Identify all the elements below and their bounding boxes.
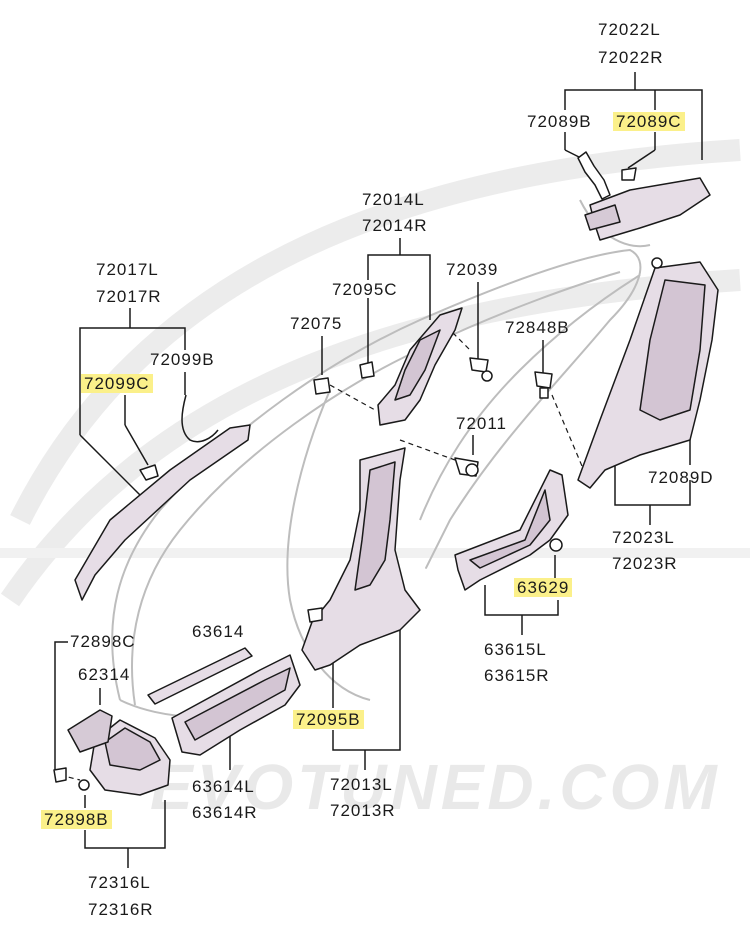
part-label-63615R: 63615R [484, 666, 550, 685]
part-label-72011: 72011 [456, 414, 508, 433]
part-label-72095C: 72095C [332, 280, 398, 299]
part-label-72089C: 72089C [613, 112, 685, 132]
part-label-72316R: 72316R [88, 900, 154, 919]
part-label-72022L: 72022L [598, 20, 661, 39]
part-72017 [74, 424, 251, 601]
part-label-72848B: 72848B [505, 318, 570, 337]
part-label-72075: 72075 [290, 314, 343, 333]
part-label-63615L: 63615L [484, 640, 547, 659]
part-label-72017L: 72017L [96, 260, 159, 279]
part-label-72089B: 72089B [527, 112, 592, 131]
part-label-72089D: 72089D [648, 468, 714, 487]
leader-lines [54, 72, 703, 868]
watermark-swoosh [0, 139, 741, 607]
part-label-63629: 63629 [514, 578, 573, 598]
part-label-72023R: 72023R [612, 554, 678, 573]
watermark-text: EVOTUNED.COM [150, 751, 721, 823]
part-label-72039: 72039 [446, 260, 499, 279]
part-62314 [67, 709, 113, 753]
part-label-72316L: 72316L [88, 873, 151, 892]
part-label-72013R: 72013R [330, 801, 396, 820]
part-label-72898C: 72898C [70, 632, 136, 651]
part-label-72099B: 72099B [150, 350, 215, 369]
part-label-72898B: 72898B [41, 810, 112, 830]
parts [53, 151, 719, 796]
part-label-72099C: 72099C [81, 374, 153, 394]
part-label-72023L: 72023L [612, 528, 675, 547]
part-label-72014R: 72014R [362, 216, 428, 235]
part-label-72013L: 72013L [330, 775, 393, 794]
part-72022 [589, 177, 711, 241]
part-label-62314: 62314 [78, 665, 131, 684]
part-label-63614: 63614 [192, 622, 245, 641]
part-label-72014L: 72014L [362, 190, 425, 209]
part-label-63614R: 63614R [192, 803, 258, 822]
part-label-72017R: 72017R [96, 287, 162, 306]
part-label-72022R: 72022R [598, 48, 664, 67]
part-label-72095B: 72095B [293, 710, 364, 730]
part-label-63614L: 63614L [192, 777, 255, 796]
